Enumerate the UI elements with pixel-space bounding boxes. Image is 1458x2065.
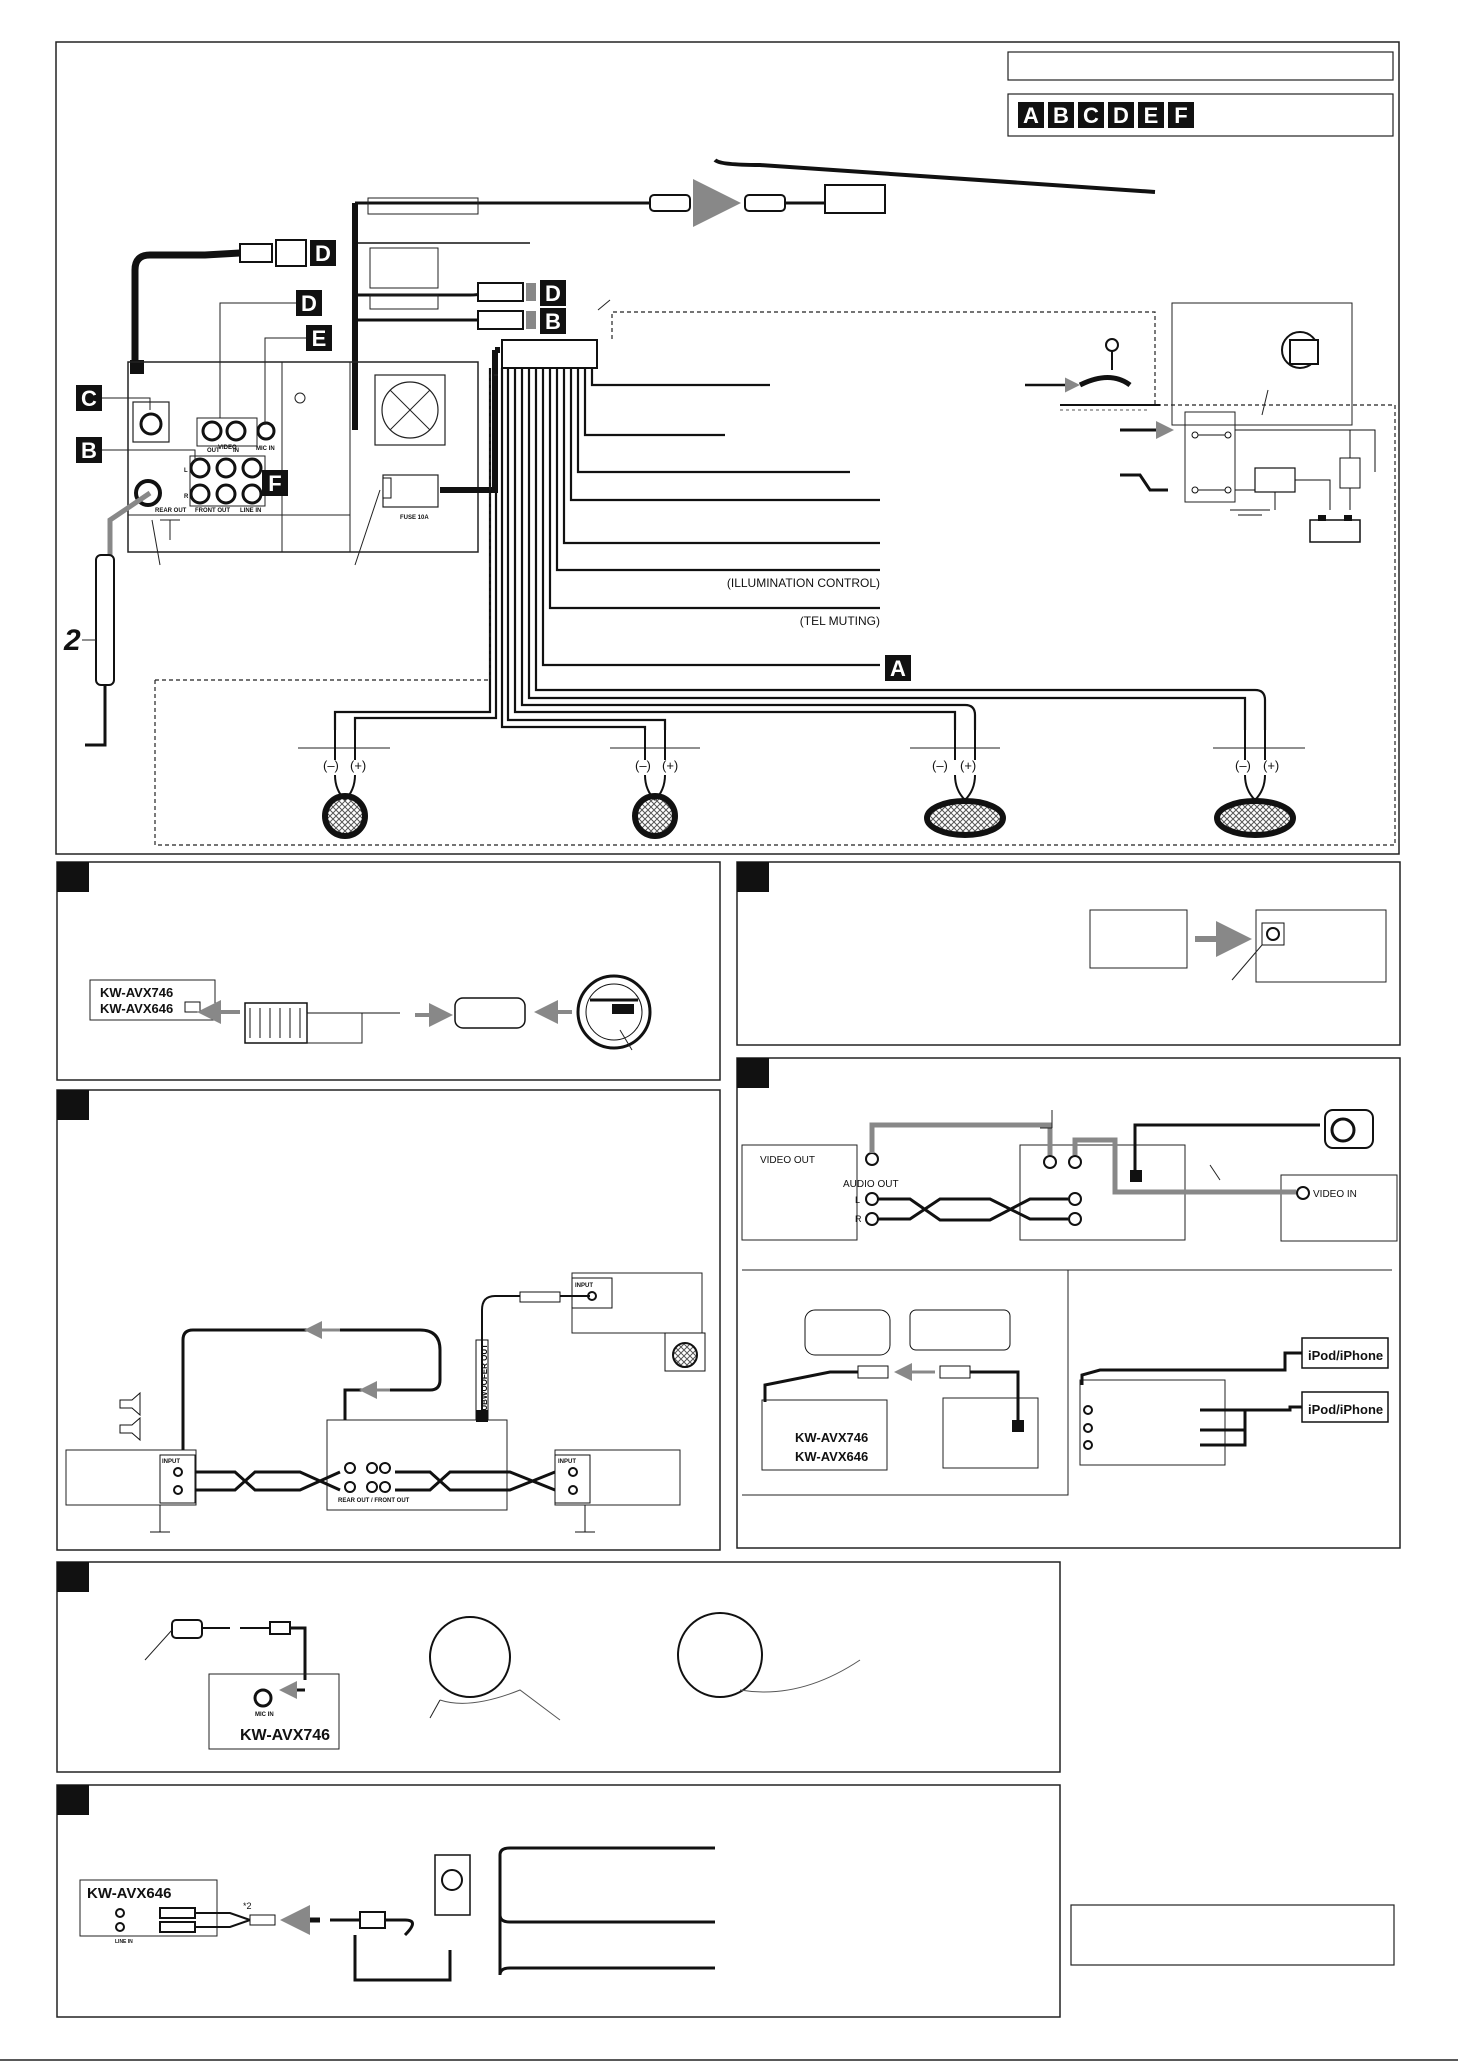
tel-muting-label: (TEL MUTING) [800,614,880,628]
antenna-plug: 2 [63,489,381,747]
badge-a-lead [885,655,911,681]
svg-text:F: F [1174,103,1187,128]
svg-text:(–): (–) [635,758,651,773]
svg-text:D: D [545,281,561,306]
svg-text:LINE IN: LINE IN [240,508,261,514]
svg-text:VIDEO IN: VIDEO IN [1313,1189,1357,1200]
svg-text:(–): (–) [1235,758,1251,773]
av-panel: VIDEO OUT AUDIO OUT L R VIDEO IN KW [736,1057,1401,1549]
svg-text:KW-AVX746: KW-AVX746 [795,1430,868,1445]
svg-text:FRONT OUT: FRONT OUT [195,508,230,514]
illumination-label: (ILLUMINATION CONTROL) [727,576,880,590]
legend-badge-box [1007,93,1394,137]
svg-text:INPUT: INPUT [558,1459,576,1465]
svg-text:VIDEO: VIDEO [218,445,237,451]
svg-text:MIC IN: MIC IN [256,446,275,452]
speaker-front-right: (–) (+) [610,730,700,839]
svg-text:*2: *2 [243,1901,252,1911]
svg-text:IN: IN [233,448,239,454]
unit-rear-panel: OUT VIDEO IN MIC IN L R REAR OUT FRONT O… [127,350,498,553]
amplifier-panel: INPUT REAR OUT / FRONT OUT INPUT INPUT S… [56,1089,721,1551]
svg-text:(–): (–) [323,758,339,773]
iso-lead [352,158,1156,430]
svg-text:L: L [855,1195,860,1205]
svg-text:E: E [1144,103,1159,128]
vehicle-dashed-boundary [154,311,1396,846]
svg-text:B: B [1053,103,1069,128]
svg-text:R: R [855,1214,862,1224]
svg-text:FUSE 10A: FUSE 10A [400,515,429,521]
svg-text:B: B [545,309,561,334]
svg-text:LINE IN: LINE IN [115,1939,133,1945]
svg-text:KW-AVX646: KW-AVX646 [100,1001,173,1016]
svg-text:SUBWOOFER OUT: SUBWOOFER OUT [480,1344,489,1416]
legend-title-box [1007,51,1394,81]
aux-panel: KW-AVX646 LINE IN *2 [56,1784,1061,2018]
svg-text:INPUT: INPUT [575,1283,593,1289]
rca-leads: D B [355,242,566,334]
note-box [1070,1904,1395,1966]
svg-text:D: D [315,241,331,266]
svg-text:MIC IN: MIC IN [255,1712,274,1718]
svg-text:B: B [81,438,97,463]
svg-text:(+): (+) [662,758,678,773]
svg-text:D: D [301,291,317,316]
svg-text:INPUT: INPUT [162,1459,180,1465]
svg-text:KW-AVX646: KW-AVX646 [87,1885,171,1902]
legend-badges: A B C D E F [1018,102,1194,128]
svg-text:VIDEO OUT: VIDEO OUT [760,1155,815,1166]
svg-text:iPod/iPhone: iPod/iPhone [1308,1348,1383,1363]
svg-text:(–): (–) [932,758,948,773]
svg-text:REAR OUT: REAR OUT [155,508,187,514]
svg-text:KW-AVX746: KW-AVX746 [100,985,173,1000]
svg-text:KW-AVX746: KW-AVX746 [240,1727,330,1744]
ground-and-battery [1025,302,1376,543]
svg-text:KW-AVX646: KW-AVX646 [795,1449,868,1464]
svg-text:(+): (+) [960,758,976,773]
svg-text:AUDIO OUT: AUDIO OUT [843,1179,899,1190]
rear-callouts: D E C B F [76,290,332,496]
main-diagram-frame [55,41,1400,855]
speaker-rear-left: (–) (+) [910,730,1006,838]
svg-text:OUT: OUT [207,448,220,454]
svg-text:(+): (+) [1263,758,1279,773]
svg-text:E: E [312,326,327,351]
svg-text:2: 2 [63,624,81,657]
camera-socket-panel [736,861,1401,1046]
speaker-rear-right: (–) (+) [1213,730,1305,838]
svg-text:C: C [1083,103,1099,128]
svg-text:D: D [1113,103,1129,128]
steering-remote-panel: KW-AVX746 KW-AVX646 [56,861,721,1081]
svg-text:A: A [890,656,906,681]
speaker-front-left: (–) (+) [298,730,390,839]
main-harness-connector [495,299,611,369]
svg-text:R: R [184,494,189,500]
harness-leads [333,368,1267,730]
svg-text:L: L [184,468,188,474]
svg-text:REAR OUT / FRONT OUT: REAR OUT / FRONT OUT [338,1498,410,1504]
usb-lead: D [130,239,336,374]
microphone-panel: MIC IN KW-AVX746 [56,1561,1061,1773]
svg-text:iPod/iPhone: iPod/iPhone [1308,1402,1383,1417]
svg-text:F: F [268,471,281,496]
svg-text:A: A [1023,103,1039,128]
svg-text:C: C [81,386,97,411]
svg-text:(+): (+) [350,758,366,773]
speakers: (–) (+) (–) (+) (–) (+) (–) (+) [298,730,1305,839]
